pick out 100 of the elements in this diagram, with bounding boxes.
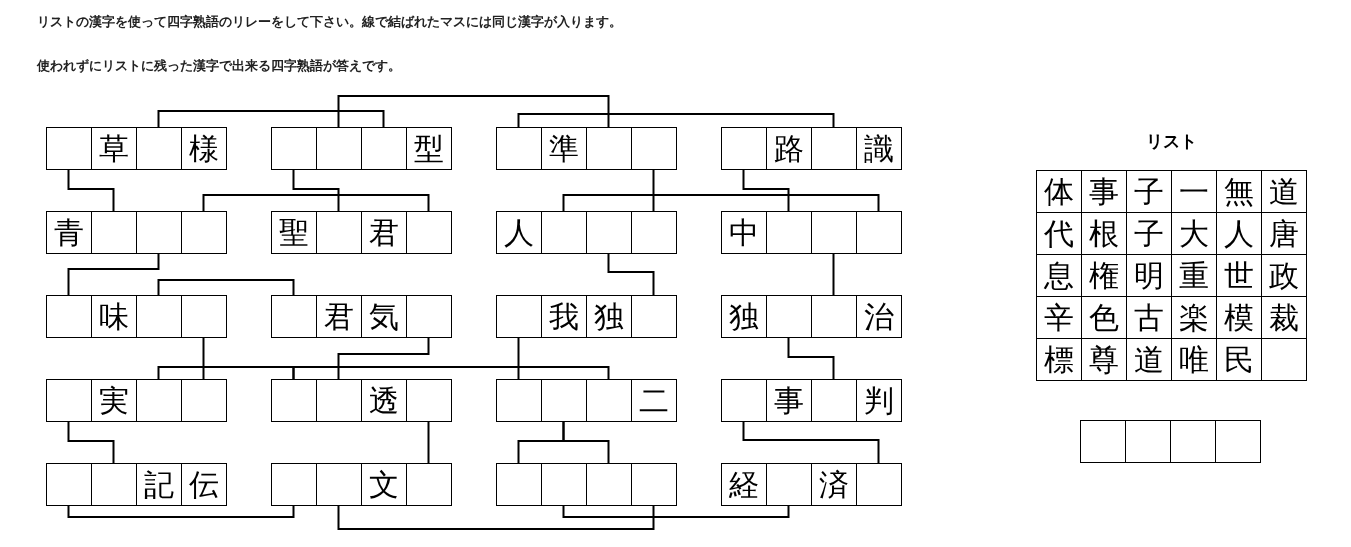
blank-square	[856, 463, 902, 506]
blank-square	[316, 211, 362, 254]
blank-square	[811, 379, 857, 422]
connector-line	[562, 194, 880, 212]
blank-square	[91, 211, 137, 254]
blank-square	[1215, 420, 1261, 463]
blank-square	[1261, 338, 1307, 381]
blank-square	[1125, 420, 1171, 463]
blank-square	[631, 127, 677, 170]
blank-square	[136, 379, 182, 422]
connector-line	[517, 113, 835, 128]
blank-square	[496, 379, 542, 422]
blank-square	[496, 295, 542, 338]
blank-square	[271, 127, 317, 170]
blank-square	[496, 463, 542, 506]
connector-line	[67, 252, 160, 296]
blank-square	[541, 211, 587, 254]
blank-square	[721, 379, 767, 422]
kanji-square: 判	[856, 379, 902, 422]
list-kanji: 標	[1036, 338, 1082, 381]
kanji-square: 事	[766, 379, 812, 422]
connector-line	[787, 336, 835, 380]
blank-square	[316, 127, 362, 170]
connector-line	[337, 95, 610, 128]
connector-line	[292, 168, 340, 212]
connector-line	[202, 194, 430, 212]
kanji-square: 識	[856, 127, 902, 170]
connector-line	[67, 420, 115, 464]
kanji-square: 伝	[181, 463, 227, 506]
connector-line	[202, 336, 205, 380]
blank-square	[856, 211, 902, 254]
kanji-square: 記	[136, 463, 182, 506]
list-kanji: 道	[1261, 170, 1307, 213]
connector-line	[292, 366, 610, 380]
blank-square	[586, 211, 632, 254]
kanji-square: 路	[766, 127, 812, 170]
connector-line	[517, 336, 520, 380]
blank-square	[811, 211, 857, 254]
connector-line	[337, 336, 430, 380]
connector-line	[562, 504, 790, 518]
instruction-text: 使われずにリストに残った漢字で出来る四字熟語が答えです。	[37, 57, 401, 75]
blank-square	[406, 211, 452, 254]
connector-line	[832, 252, 835, 296]
instruction-text: リストの漢字を使って四字熟語のリレーをして下さい。線で結ばれたマスには同じ漢字が入ります。	[37, 13, 622, 31]
blank-square	[811, 295, 857, 338]
connector-line	[427, 420, 430, 464]
blank-square	[316, 379, 362, 422]
blank-square	[1080, 420, 1126, 463]
blank-square	[406, 463, 452, 506]
kanji-square: 我	[541, 295, 587, 338]
kanji-square: 済	[811, 463, 857, 506]
blank-square	[46, 295, 92, 338]
blank-square	[631, 463, 677, 506]
blank-square	[361, 127, 407, 170]
kanji-square: 経	[721, 463, 767, 506]
kanji-square: 味	[91, 295, 137, 338]
blank-square	[46, 463, 92, 506]
blank-square	[181, 379, 227, 422]
blank-square	[631, 211, 677, 254]
kanji-square: 聖	[271, 211, 317, 254]
blank-square	[136, 295, 182, 338]
blank-square	[271, 463, 317, 506]
blank-square	[46, 127, 92, 170]
blank-square	[271, 379, 317, 422]
blank-square	[271, 295, 317, 338]
blank-square	[766, 211, 812, 254]
blank-square	[586, 127, 632, 170]
connector-line	[337, 504, 655, 530]
blank-square	[91, 463, 137, 506]
kanji-square: 二	[631, 379, 677, 422]
kanji-square: 草	[91, 127, 137, 170]
blank-square	[136, 127, 182, 170]
connector-line	[67, 168, 115, 212]
list-kanji: 体	[1036, 170, 1082, 213]
kanji-square: 独	[586, 295, 632, 338]
blank-square	[586, 379, 632, 422]
kanji-square: 準	[541, 127, 587, 170]
kanji-square: 型	[406, 127, 452, 170]
list-heading: リスト	[1146, 130, 1197, 153]
blank-square	[496, 127, 542, 170]
kanji-square: 君	[316, 295, 362, 338]
connector-line	[652, 168, 655, 212]
connector-line	[157, 366, 295, 380]
connector-line	[562, 420, 610, 464]
kanji-square: 君	[361, 211, 407, 254]
blank-square	[181, 295, 227, 338]
connector-line	[742, 168, 790, 212]
blank-square	[136, 211, 182, 254]
connector-line	[157, 279, 295, 296]
blank-square	[46, 379, 92, 422]
blank-square	[1170, 420, 1216, 463]
blank-square	[811, 127, 857, 170]
blank-square	[631, 295, 677, 338]
kanji-square: 人	[496, 211, 542, 254]
kanji-square: 青	[46, 211, 92, 254]
connector-line	[607, 252, 655, 296]
blank-square	[766, 295, 812, 338]
blank-square	[541, 463, 587, 506]
blank-square	[541, 379, 587, 422]
blank-square	[406, 295, 452, 338]
